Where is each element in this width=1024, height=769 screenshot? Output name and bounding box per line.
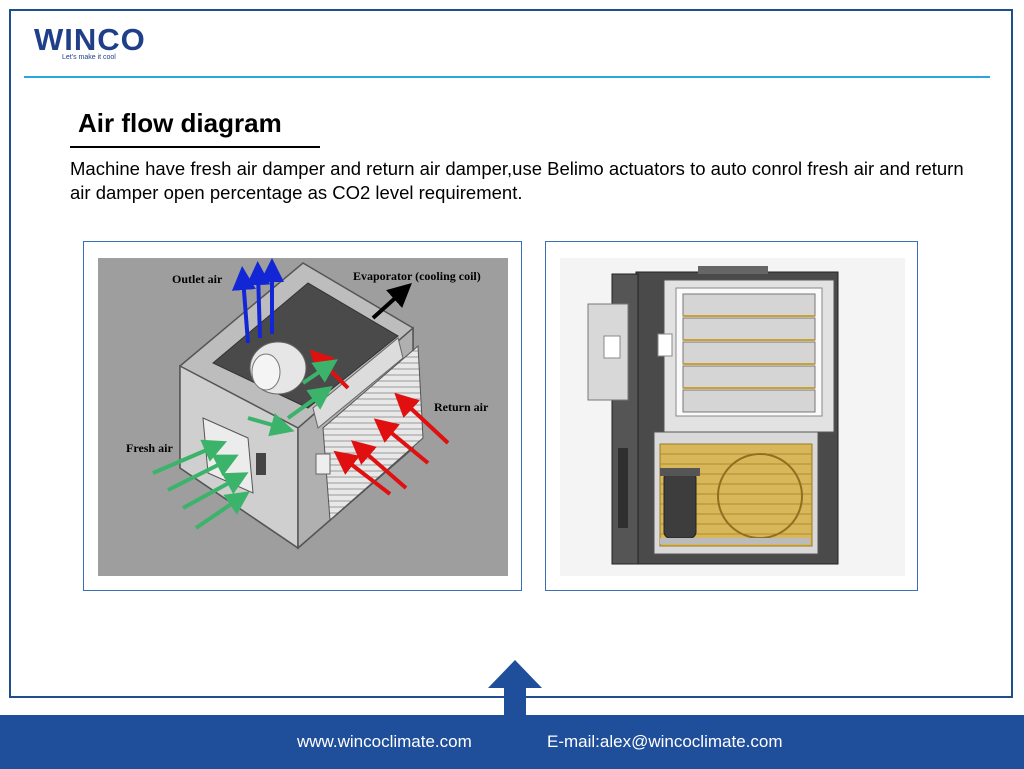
airflow-diagram-panel: Outlet air Evaporator (cooling coil) Ret… xyxy=(83,241,522,591)
header-divider xyxy=(24,76,990,78)
up-arrow-icon xyxy=(488,660,542,718)
footer-website-link[interactable]: www.wincoclimate.com xyxy=(297,732,472,751)
unit-front-view-illustration xyxy=(560,258,905,576)
label-fresh-air: Fresh air xyxy=(126,441,173,455)
footer-bar: www.wincoclimate.com E-mail:alex@wincocl… xyxy=(0,715,1024,769)
brand-tagline: Let's make it cool xyxy=(62,54,116,61)
footer-email-link[interactable]: E-mail:alex@wincoclimate.com xyxy=(547,732,783,751)
title-underline xyxy=(70,146,320,148)
label-outlet-air: Outlet air xyxy=(172,272,223,286)
unit-front-view-panel xyxy=(545,241,918,591)
airflow-diagram-illustration: Outlet air Evaporator (cooling coil) Ret… xyxy=(98,258,508,576)
slide-description: Machine have fresh air damper and return… xyxy=(70,158,964,203)
label-return-air: Return air xyxy=(434,400,489,414)
slide-title: Air flow diagram xyxy=(78,108,282,138)
brand-logo: WINCO Let's make it cool xyxy=(34,22,146,62)
brand-name: WINCO xyxy=(34,22,146,57)
label-evaporator: Evaporator (cooling coil) xyxy=(353,269,481,283)
